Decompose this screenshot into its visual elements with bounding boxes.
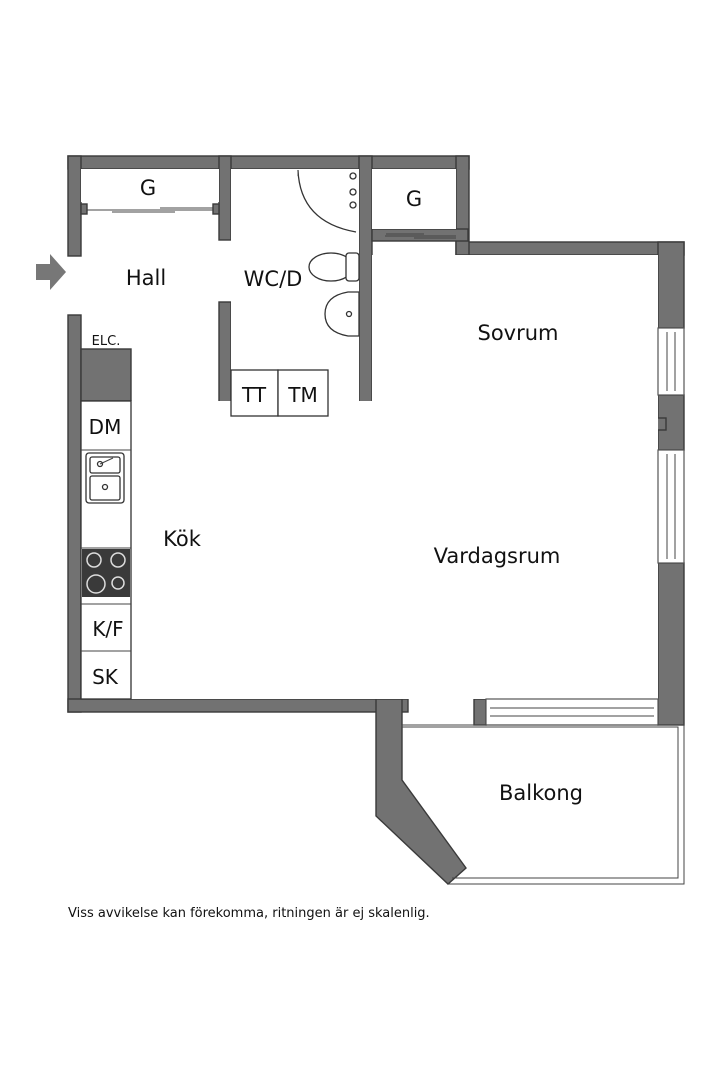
shower-icon <box>297 169 357 233</box>
label-dm: DM <box>89 415 122 439</box>
label-tt: TT <box>241 383 267 407</box>
label-tm: TM <box>287 383 317 407</box>
room-label-vardagsrum: Vardagsrum <box>434 544 561 568</box>
laundry-cabinets <box>230 369 329 417</box>
room-label-balkong: Balkong <box>499 781 583 805</box>
stove-icon <box>82 549 130 597</box>
sink-icon <box>85 452 125 504</box>
kitchen-counter <box>80 400 132 700</box>
room-label-wc: WC/D <box>244 267 303 291</box>
room-fills <box>81 169 658 699</box>
washbasin-icon <box>324 291 360 337</box>
label-kf: K/F <box>92 617 123 641</box>
room-label-hall: Hall <box>126 266 166 290</box>
room-label-kok: Kök <box>163 527 202 551</box>
room-label-closet-right: G <box>406 187 422 211</box>
closet-doors <box>80 203 456 239</box>
label-elc: ELC. <box>92 334 121 349</box>
balcony-outline <box>401 724 685 885</box>
room-label-sovrum: Sovrum <box>477 321 558 345</box>
room-label-closet-left: G <box>140 176 156 200</box>
label-sk: SK <box>92 665 119 689</box>
balcony-door <box>485 698 659 726</box>
toilet-icon <box>308 252 360 282</box>
windows <box>657 327 685 564</box>
disclaimer-text: Viss avvikelse kan förekomma, ritningen … <box>68 906 430 921</box>
entrance-arrow-icon <box>36 254 66 290</box>
